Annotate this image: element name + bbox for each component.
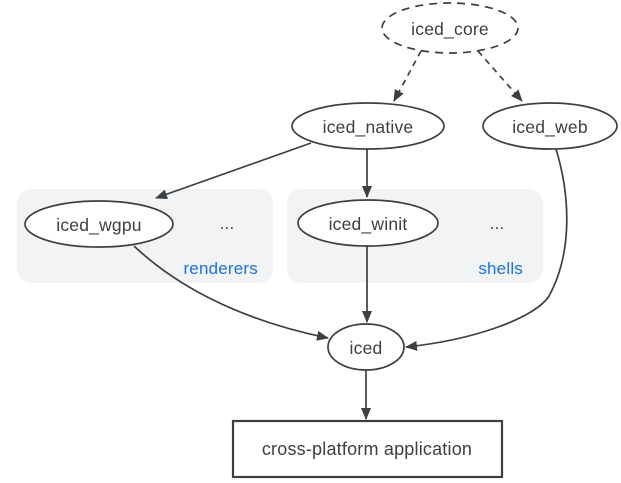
edge-iced-core-to-iced-web [477, 50, 523, 102]
iced-native-label: iced_native [323, 117, 414, 138]
node-iced-web [482, 102, 618, 150]
shells-group-label: shells [478, 259, 523, 278]
application-label: cross-platform application [262, 439, 472, 459]
shells-ellipsis: ... [490, 214, 505, 233]
edge-iced-native-to-iced-wgpu [155, 142, 312, 200]
iced-web-label: iced_web [512, 117, 588, 138]
node-iced-winit [297, 199, 439, 247]
iced-wgpu-label: iced_wgpu [56, 215, 141, 236]
node-iced-wgpu [24, 200, 174, 248]
edge-iced-core-to-iced-native [393, 50, 422, 102]
node-application [231, 419, 504, 479]
iced-label: iced [350, 338, 383, 358]
edge-iced-web-to-iced [405, 148, 568, 351]
node-iced-native [291, 102, 445, 150]
iced-core-label: iced_core [411, 19, 489, 40]
edge-iced-wgpu-to-iced [133, 245, 329, 341]
node-iced-core [381, 2, 519, 54]
node-iced [327, 323, 405, 371]
renderers-ellipsis: ... [220, 214, 235, 233]
renderers-group-label: renderers [183, 259, 258, 278]
iced-winit-label: iced_winit [329, 214, 408, 235]
